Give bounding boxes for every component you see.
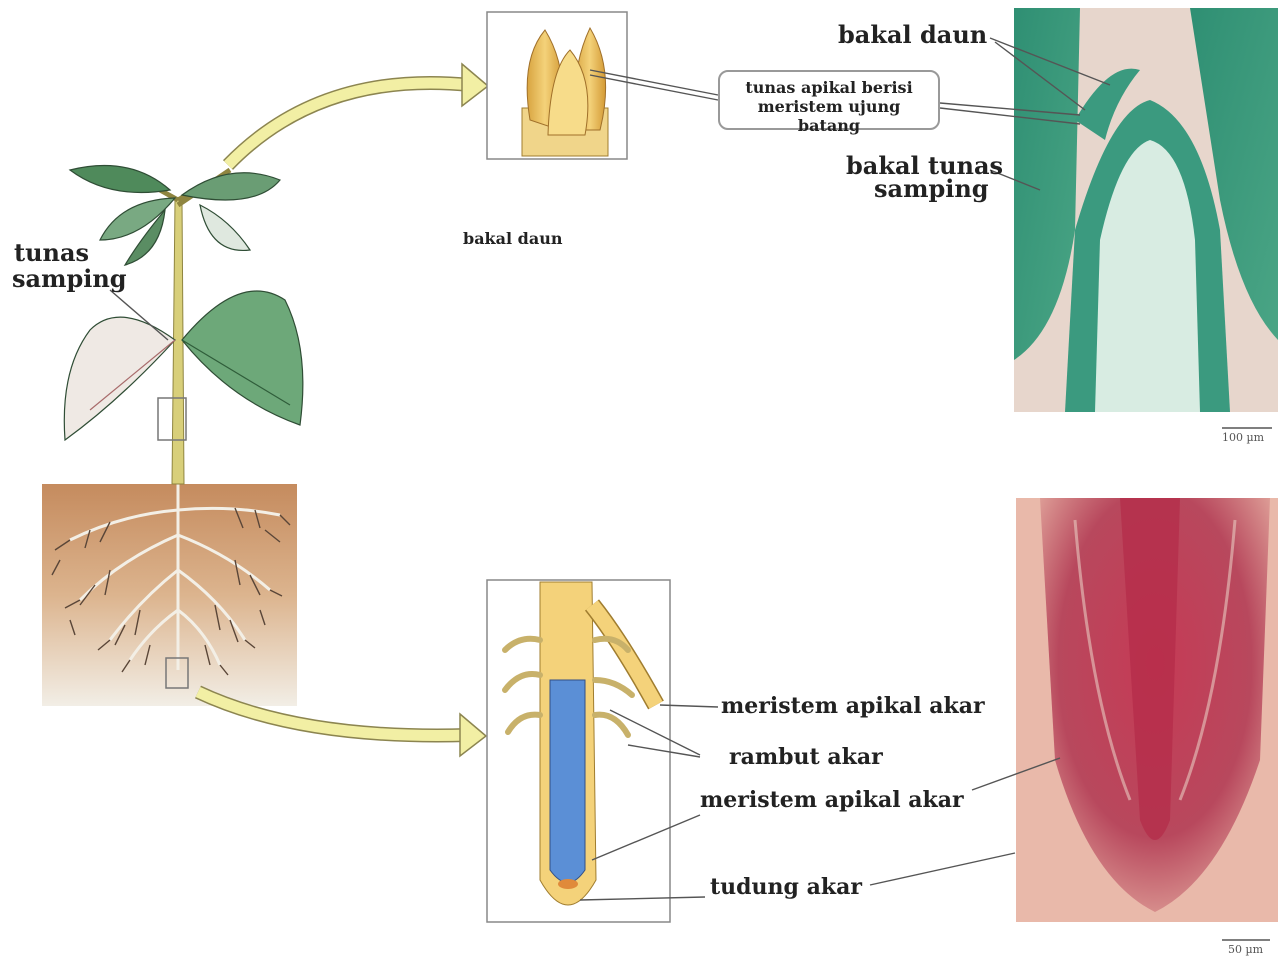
label-bakal-daun-top: bakal daun <box>838 22 987 47</box>
label-tunas-apikal-line2: meristem ujung batang <box>726 97 932 135</box>
root-tip-illustration <box>487 580 670 922</box>
label-tunas-samping-line2: samping <box>12 266 127 291</box>
arrow-to-shoot <box>228 64 488 165</box>
label-tunas-apikal-box: tunas apikal berisi meristem ujung batan… <box>718 70 940 130</box>
soil-block <box>42 484 297 706</box>
label-rambut-akar: rambut akar <box>729 746 883 769</box>
label-tunas-samping-line1: tunas <box>14 240 89 265</box>
label-meristem-apikal-akar-2: meristem apikal akar <box>700 789 964 812</box>
shoot-bud-illustration <box>487 12 627 159</box>
scale-label-bottom: 50 µm <box>1228 944 1263 956</box>
label-tunas-apikal-line1: tunas apikal berisi <box>726 78 932 97</box>
label-tudung-akar: tudung akar <box>710 876 862 899</box>
label-bakal-daun-center: bakal daun <box>463 231 562 248</box>
shoot-micrograph <box>1014 8 1278 412</box>
root-micrograph <box>1016 498 1278 922</box>
label-bakal-tunas-samping-line2: samping <box>874 176 989 201</box>
scale-label-top: 100 µm <box>1222 432 1264 444</box>
label-meristem-apikal-akar-1: meristem apikal akar <box>721 695 985 718</box>
